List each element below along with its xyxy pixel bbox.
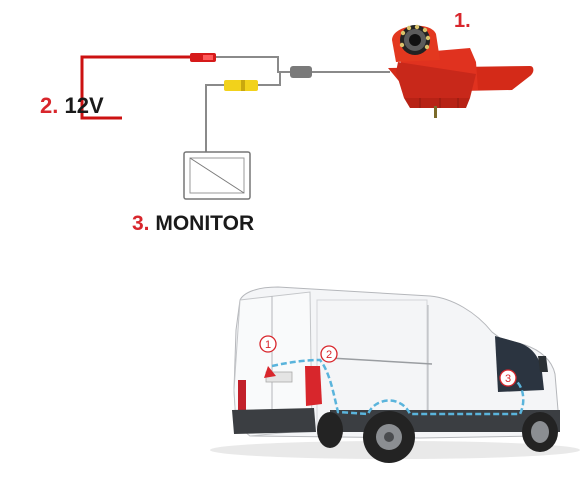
van-illustration: 1 2 3 [210,286,580,463]
camera-label: 1. [454,10,471,33]
van-marker-3: 3 [505,373,511,385]
camera-label-number: 1. [454,10,471,32]
rca-connector-band [241,80,245,91]
cable-route [271,358,525,416]
power-label-text: 12V [64,93,104,118]
video-wire [205,84,226,152]
monitor-label: 3. MONITOR [132,212,254,236]
van-marker-1: 1 [265,339,271,351]
monitor-icon [183,151,251,200]
power-label-number: 2. [40,93,59,118]
power-to-camera-wire [272,56,290,73]
van-marker-2: 2 [326,349,332,361]
monitor-label-text: MONITOR [155,212,255,235]
video-to-camera-wire [275,72,281,86]
monitor-label-number: 3. [132,212,150,235]
camera-icon [388,24,534,118]
power-connector-tip [203,55,213,60]
power-label: 2. 12V [40,93,104,119]
cable-junction [290,66,312,78]
wiring [80,53,390,152]
power-wire [80,55,192,120]
